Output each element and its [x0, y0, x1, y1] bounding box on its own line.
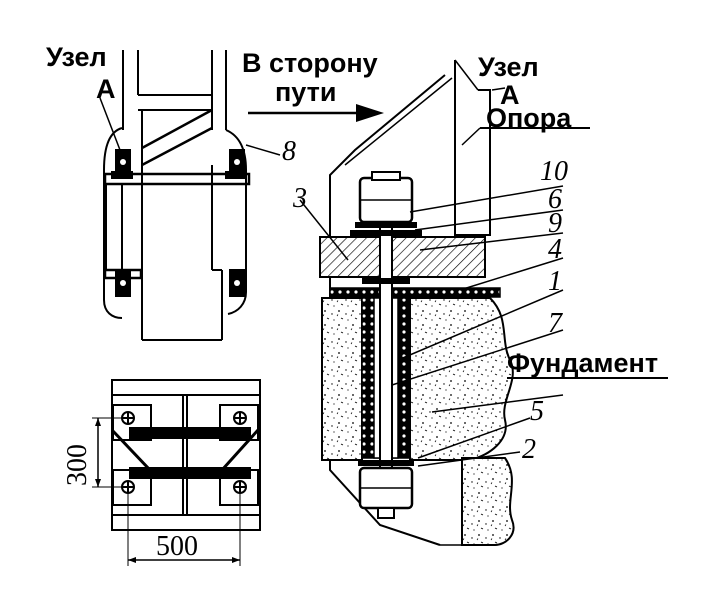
dimension-500: 500	[156, 531, 198, 562]
side-view	[99, 50, 281, 341]
direction-label-line1: В сторону	[242, 48, 378, 78]
part-number-2: 2	[522, 434, 536, 465]
part-number-8: 8	[282, 136, 296, 167]
part-number-6: 6	[548, 184, 562, 215]
uzel-label-right: Узел	[478, 52, 539, 82]
part-number-1: 1	[548, 266, 562, 297]
direction-label-line2: пути	[275, 77, 337, 107]
section-detail	[319, 59, 515, 546]
leader-lines	[299, 77, 668, 546]
plan-view	[92, 379, 261, 566]
part-number-9: 9	[548, 208, 562, 239]
direction-arrow	[248, 104, 384, 122]
fundament-label: Фундамент	[507, 348, 659, 378]
node-a-label-left: A	[96, 74, 116, 104]
part-number-3: 3	[293, 183, 307, 214]
dimension-300: 300	[62, 444, 93, 486]
part-number-7: 7	[548, 308, 562, 339]
part-number-10: 10	[540, 156, 568, 187]
part-number-4: 4	[548, 234, 562, 265]
part-number-5: 5	[530, 396, 544, 427]
node-a-label-right: A	[500, 80, 520, 110]
uzel-label-left: Узел	[46, 42, 107, 72]
opora-label: Опора	[486, 103, 572, 133]
